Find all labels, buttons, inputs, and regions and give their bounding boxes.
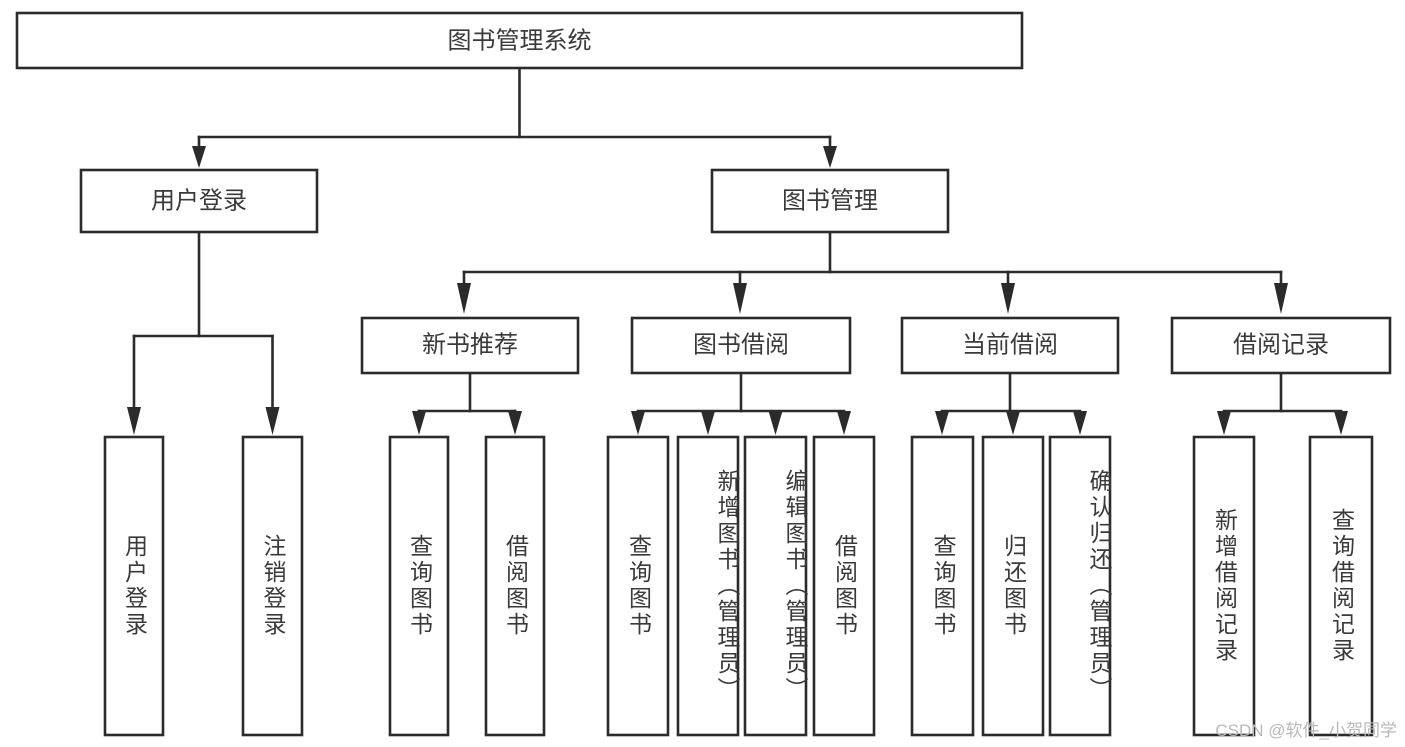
node-boxes: [15, 11, 1392, 737]
node-box-leaf-user-login[interactable]: [103, 435, 165, 737]
arrowhead-borrow-record: [1274, 283, 1288, 314]
arrowhead-book-borrow: [733, 283, 747, 314]
node-box-leaf-query-borrow-record[interactable]: [1308, 435, 1374, 737]
arrowhead-book-manage: [823, 146, 837, 168]
arrowhead-leaf-query-book-3: [935, 411, 949, 435]
arrowhead-leaf-edit-book: [768, 411, 783, 435]
node-box-new-book-recommend[interactable]: [360, 316, 580, 375]
node-label-user-login: 用户登录: [151, 187, 247, 214]
node-box-root[interactable]: [15, 11, 1024, 70]
node-box-current-borrow[interactable]: [900, 316, 1120, 375]
node-label-root: 图书管理系统: [448, 27, 592, 54]
arrowhead-leaf-add-borrow-record: [1217, 411, 1231, 435]
csdn-watermark: CSDN @软件_小贺同学: [1215, 721, 1397, 740]
node-box-leaf-add-borrow-record[interactable]: [1192, 435, 1256, 737]
arrowhead-leaf-borrow-book-1: [508, 411, 522, 435]
node-box-leaf-query-book-3[interactable]: [910, 435, 975, 737]
node-box-leaf-return-book[interactable]: [981, 435, 1045, 737]
node-box-leaf-query-book-1[interactable]: [388, 435, 450, 737]
node-box-leaf-query-book-2[interactable]: [606, 435, 670, 737]
arrowhead-current-borrow: [1001, 283, 1015, 314]
arrowhead-leaf-borrow-book-2: [837, 411, 851, 435]
connector-group: [127, 66, 1348, 435]
arrowhead-leaf-logout-login: [265, 407, 280, 435]
node-box-leaf-add-book[interactable]: [676, 435, 740, 737]
node-label-current-borrow: 当前借阅: [962, 331, 1058, 358]
arrowhead-user-login: [192, 146, 206, 168]
arrowhead-leaf-return-book: [1006, 411, 1020, 435]
arrowhead-leaf-confirm-return: [1073, 411, 1087, 435]
node-box-leaf-logout-login[interactable]: [241, 435, 304, 737]
node-label-book-manage: 图书管理: [782, 187, 878, 214]
node-label-book-borrow: 图书借阅: [693, 331, 789, 358]
node-box-leaf-confirm-return[interactable]: [1048, 435, 1112, 737]
node-label-new-book-recommend: 新书推荐: [422, 331, 518, 358]
node-label-borrow-record: 借阅记录: [1233, 331, 1329, 358]
node-labels-horizontal: 图书管理系统 用户登录 图书管理 新书推荐 图书借阅 当前借阅 借阅记录: [151, 27, 1329, 358]
arrowhead-leaf-query-book-1: [412, 411, 426, 435]
node-box-leaf-edit-book[interactable]: [743, 435, 808, 737]
arrowhead-leaf-query-book-2: [631, 411, 645, 435]
node-box-user-login[interactable]: [79, 168, 319, 234]
node-box-book-manage[interactable]: [710, 168, 950, 234]
node-box-leaf-borrow-book-2[interactable]: [812, 435, 876, 737]
node-box-leaf-borrow-book-1[interactable]: [484, 435, 546, 737]
arrowhead-leaf-add-book: [701, 411, 715, 435]
arrowhead-new-book-recommend: [457, 283, 471, 314]
node-box-borrow-record[interactable]: [1170, 316, 1392, 375]
arrowhead-leaf-user-login: [127, 407, 141, 435]
arrowhead-leaf-query-borrow-record: [1334, 411, 1348, 435]
node-box-book-borrow[interactable]: [630, 316, 852, 375]
